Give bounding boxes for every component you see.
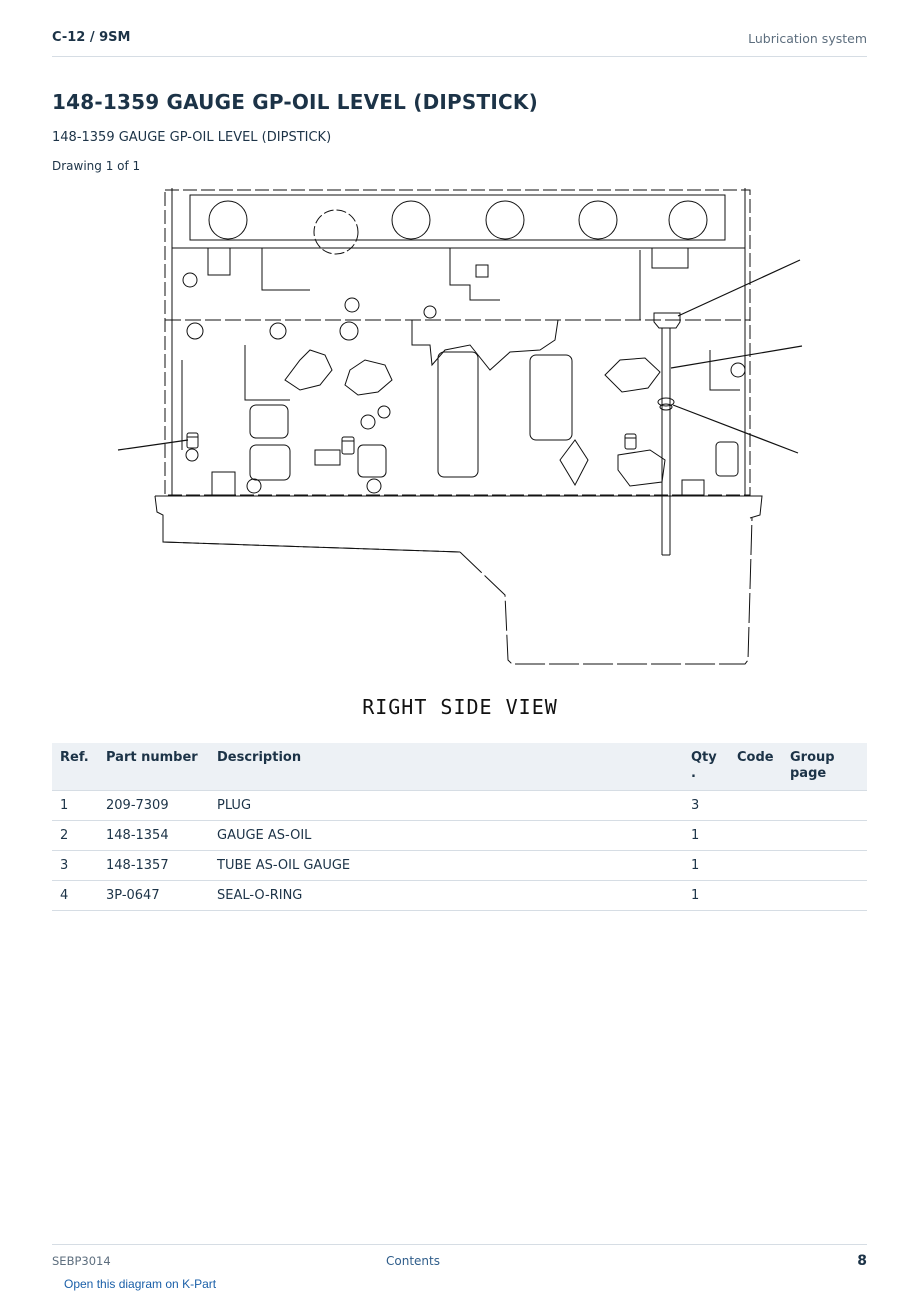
table-header-row: Ref. Part number Description Qty. Code G… [52,743,867,791]
cell-description: SEAL-O-RING [209,880,683,911]
cell-group-page [782,820,867,851]
cell-code [729,820,782,851]
cell-qty: 3 [683,790,729,821]
cell-code [729,790,782,821]
table-row: 4 3P-0647 SEAL-O-RING 1 [52,880,867,911]
parts-diagram [117,188,803,665]
cell-description: GAUGE AS-OIL [209,820,683,851]
cell-ref: 1 [52,790,98,821]
col-header-description: Description [209,743,683,791]
page-number: 8 [857,1253,867,1269]
page-footer: SEBP3014 Contents 8 Open this diagram on… [52,1244,867,1295]
cell-group-page [782,790,867,821]
qty-header-line2: . [691,766,696,781]
cell-qty: 1 [683,820,729,851]
dipstick-tube [653,312,681,556]
view-caption: RIGHT SIDE VIEW [362,695,558,719]
engine-block [164,188,751,496]
col-header-code: Code [729,743,782,791]
group-header-line1: Group [790,750,835,765]
cell-ref: 4 [52,880,98,911]
cell-part-number: 209-7309 [98,790,209,821]
callout-leaders [117,259,803,454]
cell-group-page [782,850,867,881]
cell-qty: 1 [683,880,729,911]
cell-description: TUBE AS-OIL GAUGE [209,850,683,881]
plug-markers [186,432,637,455]
cell-group-page [782,880,867,911]
cell-ref: 2 [52,820,98,851]
drawing-counter: Drawing 1 of 1 [52,159,141,173]
cell-description: PLUG [209,790,683,821]
page-header: C-12 / 9SM Lubrication system [52,30,867,57]
table-row: 2 148-1354 GAUGE AS-OIL 1 [52,820,867,851]
page-title: 148-1359 GAUGE GP-OIL LEVEL (DIPSTICK) [52,90,538,114]
contents-link[interactable]: Contents [386,1254,440,1268]
cell-part-number: 3P-0647 [98,880,209,911]
group-header-line2: page [790,766,827,781]
parts-table: Ref. Part number Description Qty. Code G… [52,743,867,911]
col-header-qty: Qty. [683,743,729,791]
cell-ref: 3 [52,850,98,881]
page-subtitle: 148-1359 GAUGE GP-OIL LEVEL (DIPSTICK) [52,130,332,145]
table-row: 1 209-7309 PLUG 3 [52,790,867,821]
cell-code [729,850,782,881]
model-label: C-12 / 9SM [52,30,131,45]
cell-part-number: 148-1354 [98,820,209,851]
document-id: SEBP3014 [52,1254,111,1268]
table-row: 3 148-1357 TUBE AS-OIL GAUGE 1 [52,850,867,881]
section-label: Lubrication system [748,31,867,46]
kpart-link[interactable]: Open this diagram on K-Part [64,1277,217,1291]
cell-code [729,880,782,911]
col-header-ref: Ref. [52,743,98,791]
qty-header-line1: Qty [691,750,717,765]
oil-pan [154,495,763,665]
cell-qty: 1 [683,850,729,881]
col-header-part-number: Part number [98,743,209,791]
cell-part-number: 148-1357 [98,850,209,881]
